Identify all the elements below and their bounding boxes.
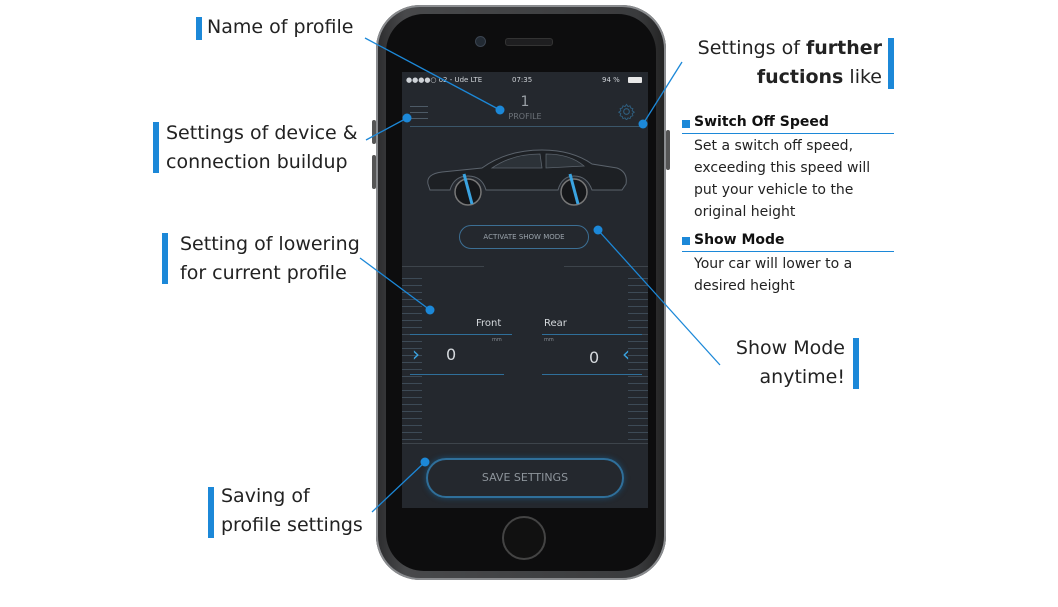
battery-text: 94 %	[602, 76, 620, 84]
dot	[402, 113, 412, 123]
front-value[interactable]: 0	[446, 345, 457, 364]
leader-saving	[371, 461, 426, 513]
car-illustration	[427, 149, 627, 206]
bullet-icon	[682, 120, 690, 128]
callout-anytime-line1: Show Mode	[735, 337, 845, 359]
hamburger-icon[interactable]	[410, 106, 430, 122]
home-button[interactable]	[502, 516, 546, 560]
callout-device-line2: connection buildup	[166, 151, 348, 173]
callout-name-of-profile: Name of profile	[207, 16, 354, 38]
divider	[402, 443, 648, 444]
profile-number: 1	[520, 94, 530, 110]
profile-label: PROFILE	[508, 112, 542, 121]
switch-off-line: Set a switch off speed,	[694, 138, 854, 154]
rear-divider	[542, 334, 642, 335]
text: like	[843, 66, 882, 88]
gear-icon[interactable]	[618, 103, 635, 120]
leader-further	[642, 61, 683, 125]
callout-anytime-line2: anytime!	[759, 366, 845, 388]
text: Settings of	[697, 37, 806, 59]
text-bold: fuctions	[756, 66, 844, 88]
front-label: Front	[476, 318, 502, 329]
callout-bar	[162, 233, 168, 284]
chevron-right-icon[interactable]: ›	[412, 342, 420, 366]
underline	[682, 133, 894, 134]
callout-further-line2: fuctions like	[757, 63, 882, 92]
dot	[420, 457, 430, 467]
header-divider	[410, 126, 640, 127]
right-scale	[628, 272, 648, 442]
callout-bar	[208, 487, 214, 538]
front-divider	[410, 374, 504, 375]
app-screen: ●●●●○ o2 - Ude LTE 07:35 94 % 1 PROFILE …	[402, 72, 648, 508]
dot	[425, 305, 435, 315]
camera	[475, 36, 486, 47]
callout-saving-line1: Saving of	[221, 485, 310, 507]
rear-label: Rear	[544, 318, 567, 329]
callout-bar	[153, 122, 159, 173]
callout-lowering-line2: for current profile	[180, 262, 347, 284]
leader-device	[365, 117, 408, 141]
save-settings-button[interactable]: SAVE SETTINGS	[426, 458, 624, 498]
leader-name-of-profile	[364, 37, 501, 111]
front-divider	[410, 334, 512, 335]
switch-off-line: put your vehicle to the	[694, 182, 854, 198]
dot	[593, 225, 603, 235]
callout-saving-line2: profile settings	[221, 514, 363, 536]
callout-lowering-line1: Setting of lowering	[180, 233, 360, 255]
divider	[564, 266, 648, 267]
rear-value[interactable]: 0	[589, 348, 600, 367]
activate-show-mode-button[interactable]: ACTIVATE SHOW MODE	[459, 225, 589, 249]
show-mode-line: Your car will lower to a	[694, 256, 853, 272]
show-mode-line: desired height	[694, 278, 795, 294]
power-button	[666, 130, 670, 170]
callout-bar	[196, 17, 202, 40]
text-bold: further	[805, 37, 882, 59]
switch-off-line: original height	[694, 204, 796, 220]
switch-off-line: exceeding this speed will	[694, 160, 871, 176]
show-mode-title: Show Mode	[694, 232, 785, 248]
divider	[402, 266, 484, 267]
bullet-icon	[682, 237, 690, 245]
volume-button	[372, 155, 376, 189]
dot	[495, 105, 505, 115]
callout-further-line1: Settings of further	[698, 34, 882, 63]
switch-off-title: Switch Off Speed	[694, 114, 829, 130]
dot	[638, 119, 648, 129]
callout-bar	[888, 38, 894, 89]
rear-unit: mm	[544, 337, 554, 343]
left-scale	[402, 272, 422, 442]
underline	[682, 251, 894, 252]
speaker	[505, 38, 553, 46]
front-unit: mm	[492, 337, 502, 343]
rear-divider	[542, 374, 642, 375]
leader-lowering	[359, 257, 431, 311]
callout-device-line1: Settings of device &	[166, 122, 358, 144]
leader-show-mode	[597, 229, 721, 366]
callout-bar	[853, 338, 859, 389]
chevron-left-icon[interactable]: ‹	[622, 342, 630, 366]
clock: 07:35	[512, 76, 533, 84]
battery-icon	[628, 77, 642, 83]
volume-button	[372, 120, 376, 144]
